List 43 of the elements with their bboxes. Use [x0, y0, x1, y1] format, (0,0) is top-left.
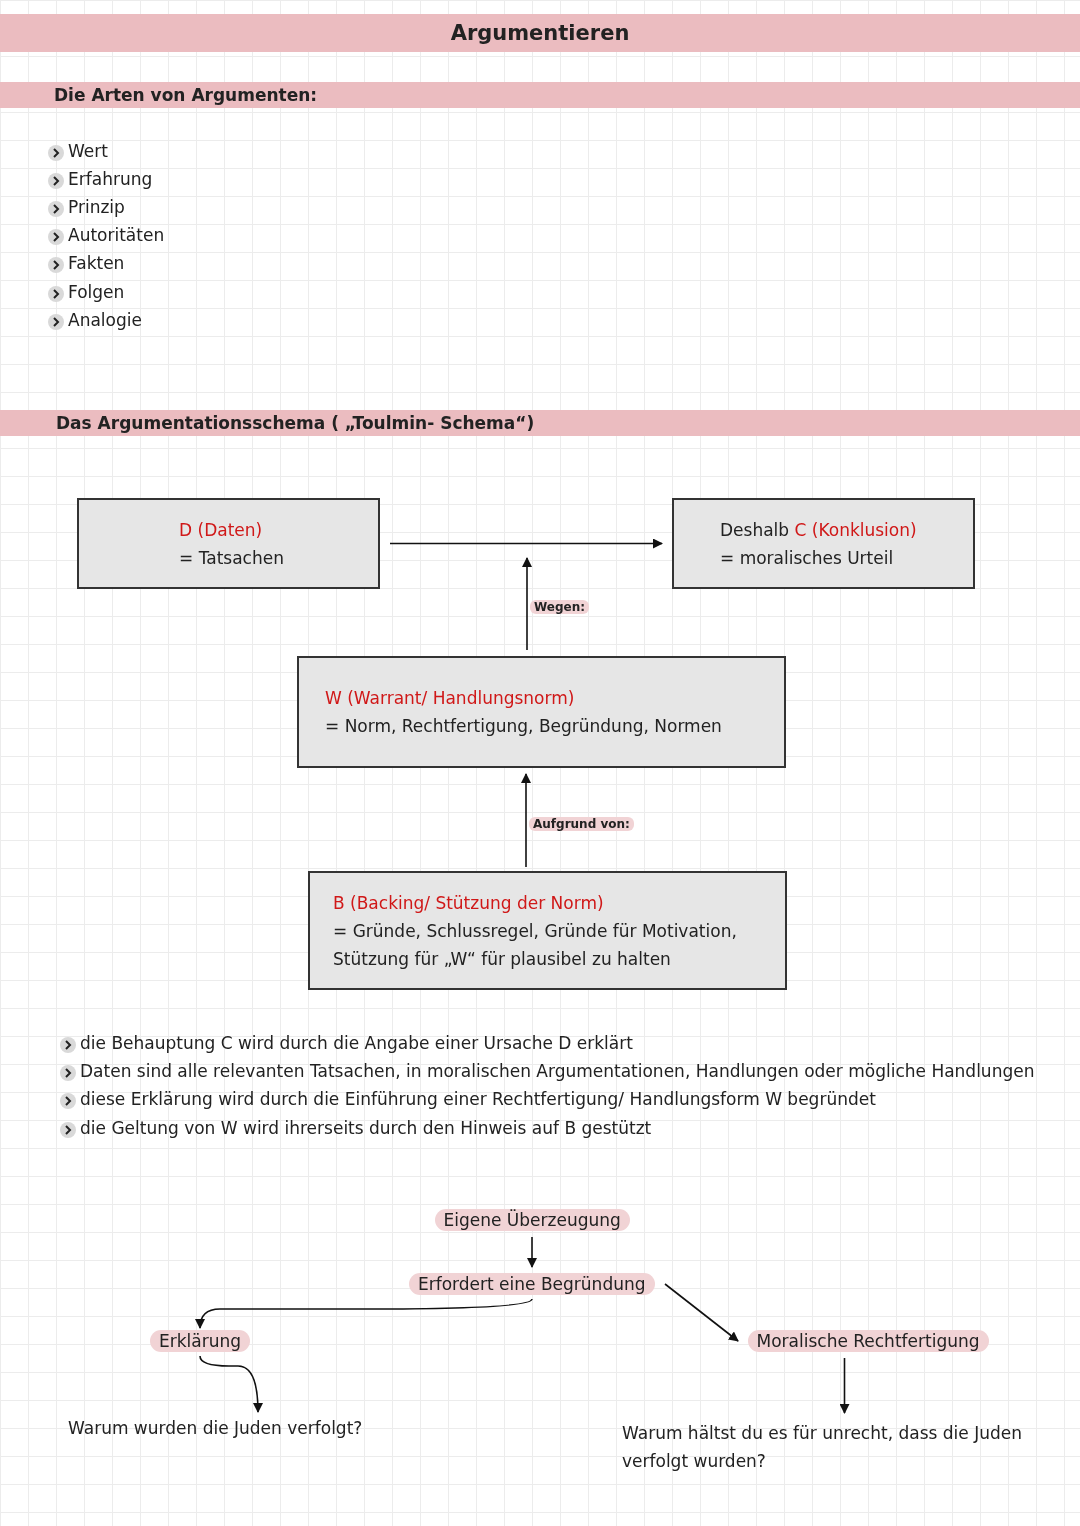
schema-box: [77, 498, 380, 589]
list-item-text: Autoritäten: [68, 225, 165, 245]
highlighted-term: Erklärung: [150, 1330, 251, 1352]
term-heading: B (Backing/ Stützung der Norm): [333, 892, 604, 913]
arrow: [664, 1283, 739, 1342]
term-heading: C (Konklusion): [793, 519, 917, 540]
description-text: = moralisches Urteil: [720, 547, 894, 568]
description-text: = Norm, Rechtfertigung, Begründung, Normen: [325, 716, 722, 736]
list-item-text: die Geltung von W wird ihrerseits durch den Hinweis auf B gestützt: [80, 1118, 652, 1138]
arrow: [527, 1236, 537, 1268]
arrow: [522, 557, 532, 651]
term-heading: D (Daten): [179, 519, 263, 540]
schema-box: [308, 871, 787, 990]
highlighted-term: Eigene Überzeugung: [434, 1209, 630, 1231]
description-text: Deshalb: [720, 519, 790, 540]
arrow: [389, 538, 663, 549]
term-heading: W (Warrant/ Handlungsnorm): [325, 688, 575, 708]
list-item-text: Fakten: [68, 253, 125, 273]
section-heading-band: Die Arten von Argumenten:: [0, 82, 1080, 108]
question-text: Warum hältst du es für unrecht, dass die Juden verfolgt wurden?: [622, 1419, 1067, 1475]
edge-label: Wegen:: [530, 600, 590, 614]
description-text: = Tatsachen: [179, 547, 284, 568]
list-item-text: Erfahrung: [68, 169, 153, 189]
schema-box: [297, 656, 786, 768]
list-item-text: Prinzip: [68, 197, 125, 217]
list-item-text: die Behauptung C wird durch die Angabe einer Ursache D erklärt: [80, 1033, 633, 1053]
edge-label: Aufgrund von:: [529, 816, 634, 831]
arrow: [521, 773, 531, 868]
title-band: Argumentieren: [0, 14, 1080, 52]
arrow: [839, 1357, 850, 1414]
arrow: [195, 1298, 533, 1329]
list-item-text: Analogie: [68, 310, 142, 330]
list-item-text: Daten sind alle relevanten Tatsachen, in moralischen Argumentationen, Handlungen oder mögliche Handlungen: [80, 1061, 1035, 1081]
question-text: Warum wurden die Juden verfolgt?: [68, 1414, 448, 1442]
highlighted-term: Moralische Rechtfertigung: [747, 1330, 989, 1352]
arrow: [199, 1355, 263, 1413]
description-text: = Gründe, Schlussregel, Gründe für Motivation, Stützung für „W“ für plausibel zu halten: [333, 920, 737, 969]
list-item-text: Folgen: [68, 282, 125, 302]
schema-box: [672, 498, 975, 589]
section-heading-band: Das Argumentationsschema ( „Toulmin- Schema“): [0, 410, 1080, 436]
list-item-text: Wert: [68, 141, 108, 161]
highlighted-term: Erfordert eine Begründung: [409, 1273, 655, 1295]
list-item-text: diese Erklärung wird durch die Einführung einer Rechtfertigung/ Handlungsform W begründet: [80, 1089, 876, 1109]
